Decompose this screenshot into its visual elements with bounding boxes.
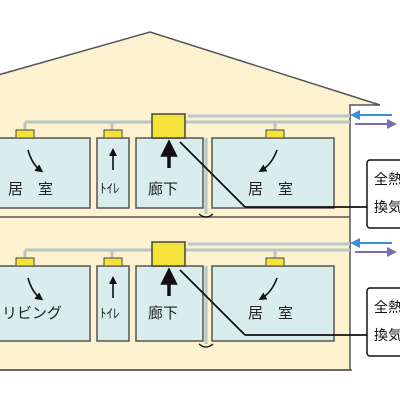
room-left xyxy=(0,137,91,209)
room-label: 廊下 xyxy=(148,304,178,322)
living-room xyxy=(0,265,91,342)
toilet xyxy=(96,137,130,209)
ceiling-vent-icon xyxy=(103,257,123,267)
toilet xyxy=(96,265,130,342)
ventilation-unit-icon xyxy=(151,113,186,139)
ceiling-vent-icon xyxy=(15,257,35,267)
room-label: ﾄｲﾚ xyxy=(100,182,120,197)
room-label: 廊下 xyxy=(148,180,178,198)
ceiling-vent-icon xyxy=(103,129,123,139)
callout-line1: 全熱 xyxy=(374,299,400,316)
room-label: 居 室 xyxy=(8,180,53,198)
callout-box xyxy=(366,287,400,357)
lower-floor: リビング ﾄｲﾚ 廊下 居 室 全熱 換気 xyxy=(0,238,400,357)
room-label: 居 室 xyxy=(248,180,293,198)
ceiling-vent-icon xyxy=(265,129,285,139)
airflow-arrow-icon xyxy=(27,149,44,173)
room-label: 居 室 xyxy=(248,304,293,322)
airflow-arrow-icon xyxy=(198,213,214,218)
ceiling-vent-icon xyxy=(15,129,35,139)
upper-floor: 居 室 ﾄｲﾚ 廊下 居 室 全熱 換気 xyxy=(0,110,400,229)
room-right xyxy=(211,265,335,342)
room-right xyxy=(211,137,335,209)
callout-line2: 換気 xyxy=(374,200,400,216)
duct-network xyxy=(23,242,350,258)
ventilation-unit-icon xyxy=(151,241,186,267)
airflow-arrow-icon xyxy=(198,343,214,348)
airflow-arrow-icon xyxy=(258,149,278,173)
callout-line2: 換気 xyxy=(374,328,400,344)
callout-box xyxy=(366,159,400,229)
room-label: リビング xyxy=(2,304,62,322)
airflow-arrow-icon xyxy=(258,277,278,301)
duct-network xyxy=(23,114,350,130)
room-label: ﾄｲﾚ xyxy=(100,307,120,322)
ceiling-vent-icon xyxy=(265,257,285,267)
airflow-arrow-icon xyxy=(27,277,44,301)
callout-line1: 全熱 xyxy=(374,171,400,188)
callout-leader xyxy=(179,141,246,208)
callout-leader xyxy=(179,269,246,336)
